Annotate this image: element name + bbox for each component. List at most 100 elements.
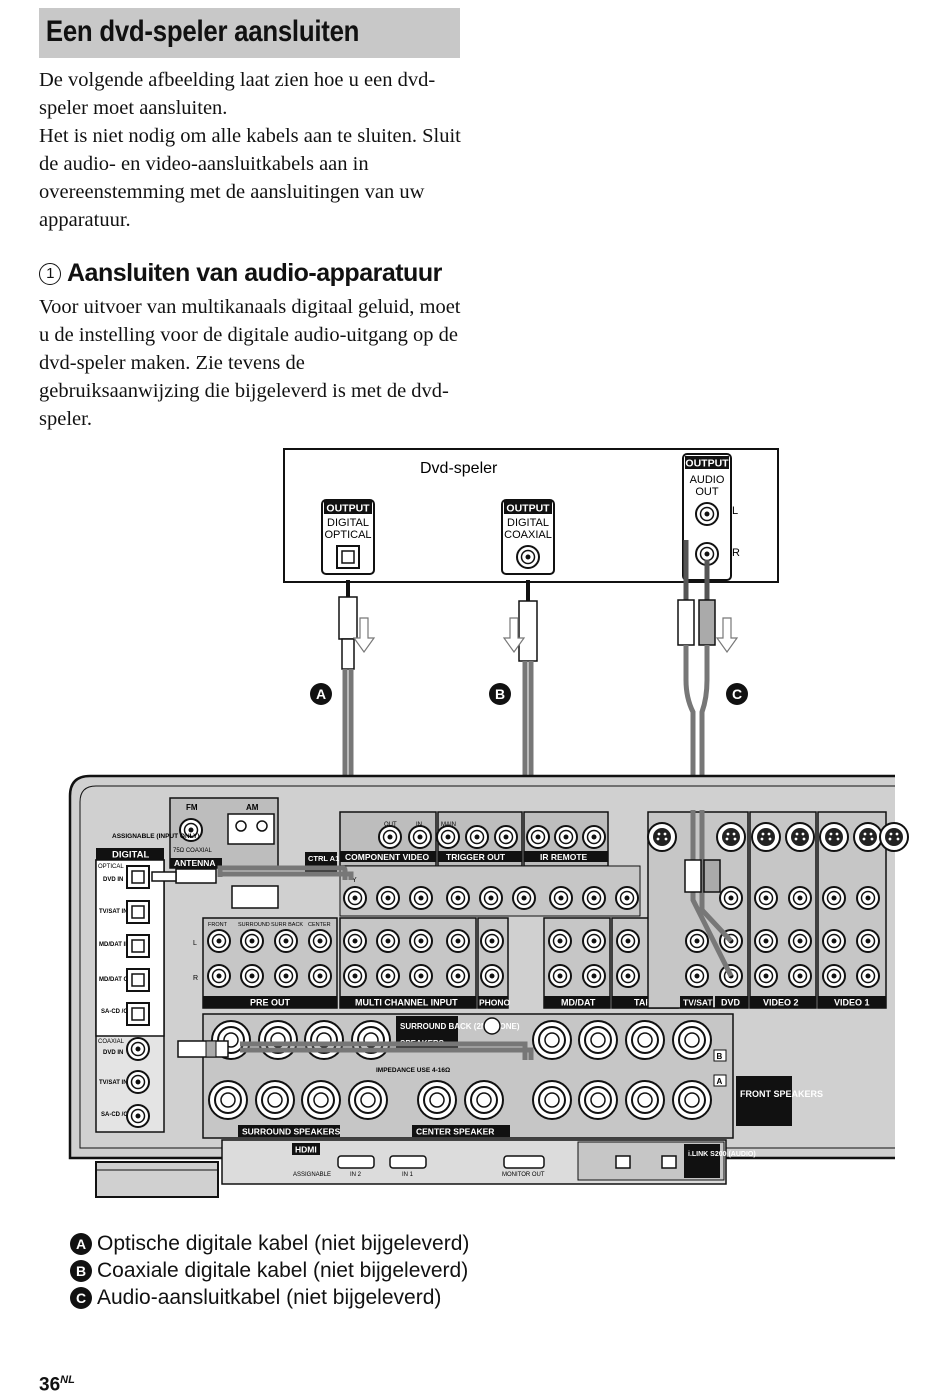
svg-text:TRIGGER OUT: TRIGGER OUT <box>446 852 506 862</box>
cable-badge-b: B <box>489 683 511 705</box>
badge-c: C <box>70 1286 92 1309</box>
svg-text:SURROUND: SURROUND <box>238 922 270 928</box>
ir-remote-section: IR REMOTE <box>523 811 609 867</box>
svg-text:SA-CD /CD IN: SA-CD /CD IN <box>101 1009 140 1015</box>
svg-text:i.LINK S200 (AUDIO): i.LINK S200 (AUDIO) <box>688 1151 756 1158</box>
svg-text:COMPONENT VIDEO: COMPONENT VIDEO <box>345 852 429 862</box>
svg-text:DIGITAL: DIGITAL <box>327 517 369 529</box>
component-jack-row: Y <box>339 865 674 917</box>
intro-paragraph: De volgende afbeelding laat zien hoe u e… <box>39 69 461 231</box>
svg-text:TV/SAT IN: TV/SAT IN <box>99 909 128 915</box>
svg-text:IN 1: IN 1 <box>402 1172 414 1178</box>
svg-text:ASSIGNABLE: ASSIGNABLE <box>293 1172 331 1178</box>
svg-text:VIDEO 1: VIDEO 1 <box>834 998 870 1008</box>
svg-text:B: B <box>495 686 505 702</box>
speaker-terminals: SURROUND BACK (2ND ZONE) SPEAKERS IMPEDA… <box>202 1013 823 1139</box>
svg-text:SURROUND SPEAKERS: SURROUND SPEAKERS <box>242 1127 341 1137</box>
svg-text:COAXIAL: COAXIAL <box>504 529 552 541</box>
svg-text:AM: AM <box>246 803 259 812</box>
svg-text:IMPEDANCE USE 4-16Ω: IMPEDANCE USE 4-16Ω <box>376 1067 450 1074</box>
svg-text:CENTER SPEAKER: CENTER SPEAKER <box>416 1127 494 1137</box>
svg-text:DIGITAL: DIGITAL <box>112 850 149 861</box>
section-number: 1 <box>39 263 61 285</box>
component-video-section: OUT IN COMPONENT VIDEO <box>339 811 437 867</box>
svg-text:DVD IN: DVD IN <box>103 877 123 883</box>
svg-text:IR REMOTE: IR REMOTE <box>540 852 588 862</box>
section-title: Aansluiten van audio-apparatuur <box>67 259 442 287</box>
badge-a: A <box>70 1232 92 1255</box>
page-number: 36NL <box>39 1374 75 1396</box>
trigger-out-section: MAIN TRIGGER OUT <box>436 811 523 867</box>
section-heading: 1 Aansluiten van audio-apparatuur <box>39 259 479 288</box>
svg-text:TV/SAT IN: TV/SAT IN <box>99 1080 128 1086</box>
legend-text-a: Optische digitale kabel (niet bijgelever… <box>97 1232 470 1255</box>
badge-b: B <box>70 1259 92 1282</box>
cable-badge-a: A <box>310 683 332 705</box>
svg-text:COAXIAL: COAXIAL <box>98 1039 125 1045</box>
svg-text:R: R <box>732 547 740 559</box>
svg-text:FRONT: FRONT <box>208 922 228 928</box>
cable-badge-c: C <box>726 683 748 705</box>
svg-text:MULTI CHANNEL INPUT: MULTI CHANNEL INPUT <box>355 998 458 1008</box>
dvd-player: Dvd-speler OUTPUT DIGITAL OPTICAL OUTPUT… <box>283 448 779 583</box>
svg-text:A: A <box>316 686 326 702</box>
svg-text:MD/DAT OUT: MD/DAT OUT <box>99 977 137 983</box>
svg-text:L: L <box>732 505 738 517</box>
svg-text:PRE OUT: PRE OUT <box>250 998 291 1008</box>
svg-text:OUTPUT: OUTPUT <box>685 458 729 470</box>
svg-text:CENTER: CENTER <box>308 922 331 928</box>
legend-text-c: Audio-aansluitkabel (niet bijgeleverd) <box>97 1286 442 1309</box>
svg-text:OPTICAL: OPTICAL <box>324 529 371 541</box>
svg-text:VIDEO 2: VIDEO 2 <box>763 998 799 1008</box>
digital-input-section: ASSIGNABLE (INPUT ONLY) DIGITAL OPTICAL … <box>95 833 200 1133</box>
svg-text:OUT: OUT <box>695 486 719 498</box>
phono-section: PHONO <box>477 917 511 1009</box>
connected-plugs <box>151 810 734 1060</box>
dvd-player-label: Dvd-speler <box>420 460 498 477</box>
svg-text:FRONT SPEAKERS: FRONT SPEAKERS <box>740 1089 823 1099</box>
svg-text:MAIN: MAIN <box>441 822 456 828</box>
section-paragraph: Voor uitvoer van multikanaals digitaal g… <box>39 296 461 430</box>
svg-text:MONITOR OUT: MONITOR OUT <box>502 1172 545 1178</box>
svg-text:B: B <box>717 1052 723 1061</box>
svg-text:DVD IN: DVD IN <box>103 1050 123 1056</box>
svg-text:PHONO: PHONO <box>479 998 511 1008</box>
svg-text:OUTPUT: OUTPUT <box>506 503 550 515</box>
svg-text:R: R <box>193 975 198 982</box>
svg-text:SA-CD /CD IN: SA-CD /CD IN <box>101 1112 140 1118</box>
svg-text:SURROUND BACK (2ND ZONE): SURROUND BACK (2ND ZONE) <box>400 1022 520 1031</box>
hdmi-section: HDMI ASSIGNABLE IN 2 IN 1 MONITOR OUT i.… <box>221 1139 756 1185</box>
coaxial-output-jack: OUTPUT DIGITAL COAXIAL <box>501 499 555 575</box>
svg-text:DVD: DVD <box>721 998 741 1008</box>
multi-channel-input-section: MULTI CHANNEL INPUT <box>339 917 477 1009</box>
svg-text:TAPE: TAPE <box>634 998 657 1008</box>
svg-text:OUTPUT: OUTPUT <box>326 503 370 515</box>
audio-output-jacks: OUTPUT AUDIO OUT L R <box>682 453 740 581</box>
pre-out-section: FRONT SURROUND SURR BACK CENTER L R PRE … <box>193 917 338 1009</box>
svg-text:75Ω COAXIAL: 75Ω COAXIAL <box>173 848 212 854</box>
svg-text:L: L <box>193 940 197 947</box>
md-dat-section: MD/DAT <box>543 917 611 1009</box>
svg-text:IN 2: IN 2 <box>350 1172 362 1178</box>
svg-text:CTRL A1II: CTRL A1II <box>308 854 343 863</box>
svg-text:OUT: OUT <box>384 822 397 828</box>
receiver-rear-panel: FM AM 75Ω COAXIAL ANTENNA ASSIGNABLE (IN… <box>68 774 909 1198</box>
video1-column: VIDEO 1 <box>817 811 909 1009</box>
svg-text:TV/SAT: TV/SAT <box>683 998 713 1008</box>
svg-text:IN: IN <box>416 822 422 828</box>
svg-text:AUDIO: AUDIO <box>690 474 725 486</box>
antenna-section: FM AM 75Ω COAXIAL ANTENNA <box>169 797 279 869</box>
svg-text:ASSIGNABLE (INPUT ONLY): ASSIGNABLE (INPUT ONLY) <box>112 833 200 840</box>
connection-diagram: Dvd-speler OUTPUT DIGITAL OPTICAL OUTPUT… <box>68 448 909 1198</box>
svg-text:Y: Y <box>352 877 357 884</box>
optical-output-jack: OUTPUT DIGITAL OPTICAL <box>321 499 375 575</box>
svg-text:OPTICAL: OPTICAL <box>98 864 124 870</box>
title-box: Een dvd-speler aansluiten <box>39 8 460 58</box>
svg-text:MD/DAT: MD/DAT <box>561 998 596 1008</box>
svg-text:A: A <box>717 1077 723 1086</box>
svg-text:DIGITAL: DIGITAL <box>507 517 549 529</box>
svg-text:ANTENNA: ANTENNA <box>174 858 216 868</box>
svg-text:SURR BACK: SURR BACK <box>271 922 303 928</box>
